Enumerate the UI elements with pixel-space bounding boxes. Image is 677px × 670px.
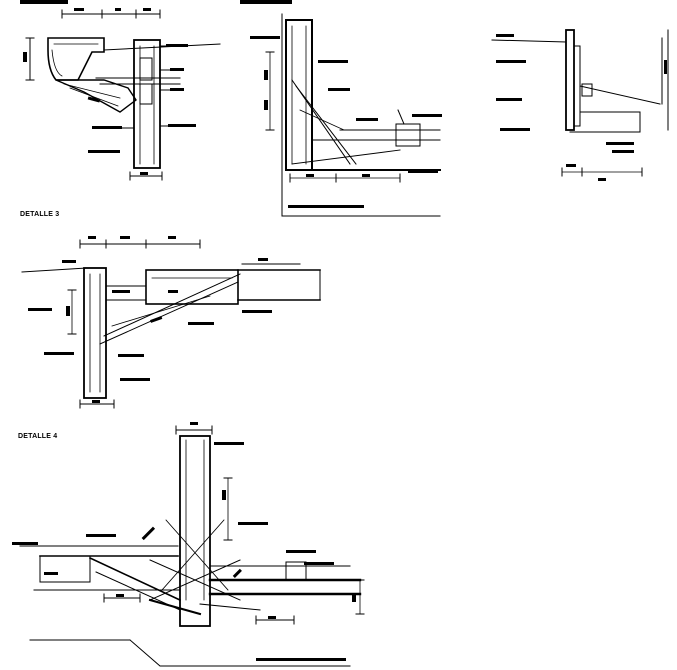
detail-2b-drawing [491, 29, 669, 181]
detail-3-title: DETALLE 3 [20, 211, 60, 218]
detail-1-drawing [20, 0, 221, 181]
detail-3-drawing [21, 236, 321, 409]
detail-2-drawing [240, 0, 442, 217]
detail-4-title: DETALLE 4 [18, 433, 58, 440]
detail-4-drawing [12, 422, 365, 667]
